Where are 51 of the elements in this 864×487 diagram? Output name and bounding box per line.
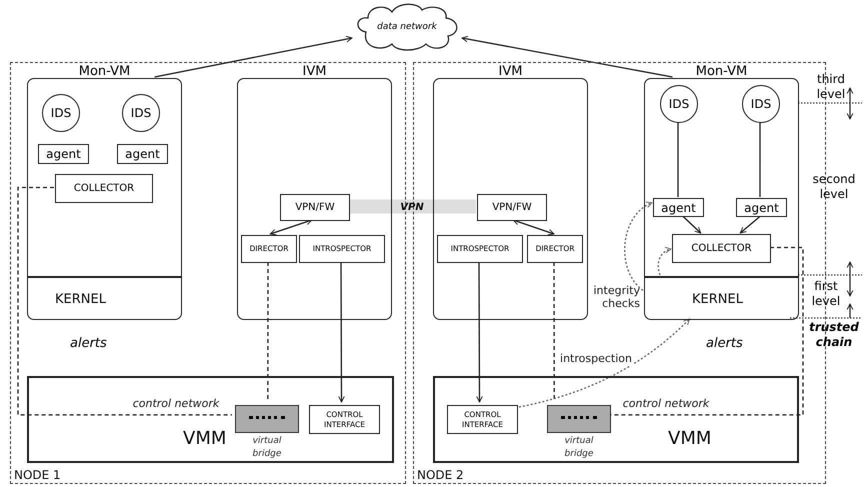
ids-circle: IDS xyxy=(122,94,160,132)
component-box: agent xyxy=(653,198,704,217)
node-title: NODE 2 xyxy=(417,468,464,482)
vmm-box xyxy=(433,376,799,463)
component-box: VPN/FW xyxy=(477,194,547,221)
bridge-caption: virtual bridge xyxy=(564,435,594,461)
arrow xyxy=(270,218,312,236)
note-label: third level xyxy=(816,72,846,102)
note-label: second level xyxy=(812,172,856,202)
tunnel-band xyxy=(349,200,476,214)
component-box: COLLECTOR xyxy=(672,234,771,263)
ids-circle: IDS xyxy=(660,85,698,123)
note-label: control network xyxy=(622,396,710,410)
dashed-arrow xyxy=(658,247,672,276)
edge-label: alerts xyxy=(70,335,108,351)
ids-circle: IDS xyxy=(742,85,780,123)
note-label: trusted chain xyxy=(808,320,860,350)
vmm-label: VMM xyxy=(668,428,712,449)
component-box: agent xyxy=(117,144,168,164)
vmm-label: VMM xyxy=(183,428,226,449)
arrow xyxy=(476,262,483,402)
ids-circle: IDS xyxy=(42,94,80,132)
node-title: NODE 1 xyxy=(14,468,61,482)
note-label: first level xyxy=(810,279,842,309)
edge-label: alerts xyxy=(706,335,744,351)
kernel-label: KERNEL xyxy=(692,292,743,307)
dashed-line xyxy=(267,262,269,402)
vm-title: IVM xyxy=(302,63,328,79)
kernel-label: KERNEL xyxy=(55,292,106,307)
arrow xyxy=(682,216,702,234)
dashed-line xyxy=(17,186,232,416)
arrow xyxy=(338,262,345,402)
note-label: control network xyxy=(132,396,220,410)
arrow xyxy=(512,218,554,236)
arrow xyxy=(740,216,761,234)
node-label: data network xyxy=(376,21,438,34)
connector-line xyxy=(759,122,761,197)
dashed-line xyxy=(553,262,555,402)
component-box: VPN/FW xyxy=(280,194,350,221)
bridge-caption: virtual bridge xyxy=(252,435,282,461)
edge-label: VPN xyxy=(399,200,425,214)
component-box: COLLECTOR xyxy=(55,174,153,203)
vm-title: Mon-VM xyxy=(694,63,748,79)
vm-title: Mon-VM xyxy=(78,63,132,79)
component-box: agent xyxy=(38,144,89,164)
connector-line xyxy=(677,122,679,197)
vm-title: IVM xyxy=(498,63,524,79)
edge-label: integrity checks xyxy=(596,283,640,312)
component-box: agent xyxy=(736,198,787,217)
vmm-box xyxy=(27,376,394,463)
dashed-arrow xyxy=(624,202,652,291)
